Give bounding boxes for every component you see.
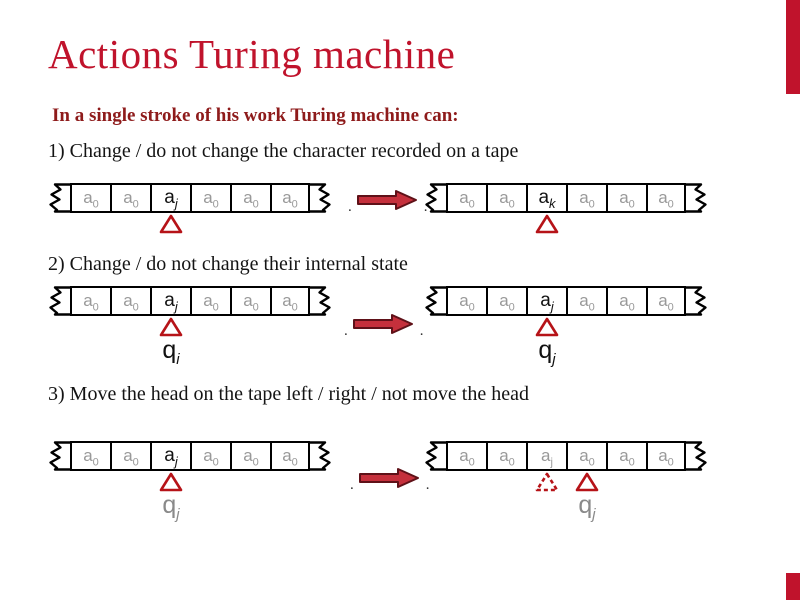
tape-cell: a0	[70, 288, 110, 314]
tape-torn-edge-right-icon	[310, 183, 331, 213]
tape-cell: a0	[270, 288, 310, 314]
dot: .	[423, 199, 428, 215]
tape-cell: a0	[230, 288, 270, 314]
tape-cell: a0	[110, 185, 150, 211]
tape-cell: aj	[526, 288, 566, 314]
tape-cell: a0	[646, 185, 686, 211]
accent-bar-top	[786, 0, 800, 94]
tape-cell: aj	[150, 443, 190, 469]
tape-cell: aj	[526, 443, 566, 469]
tape-cell: a0	[646, 443, 686, 469]
tape-head-icon	[575, 472, 599, 492]
state-label: qi	[162, 336, 180, 368]
tape-torn-edge-right-icon	[310, 286, 331, 316]
tape-head-icon	[535, 214, 559, 234]
state-label: qj	[578, 491, 596, 523]
tape-cell: a0	[606, 288, 646, 314]
tape-torn-edge-left-icon	[425, 286, 446, 316]
tape-head-icon	[159, 317, 183, 337]
dot: .	[425, 477, 430, 493]
tape-cell: ak	[526, 185, 566, 211]
tape-cell: a0	[110, 288, 150, 314]
tape-torn-edge-left-icon	[49, 286, 70, 316]
tape-torn-edge-right-icon	[686, 183, 707, 213]
state-label: qj	[538, 336, 556, 368]
state-label: qj	[162, 491, 180, 523]
tape-cell: a0	[566, 185, 606, 211]
transition-arrow-row2: . .	[344, 312, 424, 339]
tape-cell: aj	[150, 288, 190, 314]
dot: .	[350, 477, 354, 493]
transition-arrow-row3: . .	[350, 466, 430, 493]
tape-torn-edge-right-icon	[310, 441, 331, 471]
tape-cell: a0	[446, 185, 486, 211]
tape-cell: a0	[606, 185, 646, 211]
tape-torn-edge-left-icon	[49, 183, 70, 213]
tape-head-icon	[159, 472, 183, 492]
tape-cell: a0	[230, 185, 270, 211]
tape-cell: a0	[446, 443, 486, 469]
list-item-1: 1) Change / do not change the character …	[48, 140, 519, 162]
tape-torn-edge-right-icon	[686, 286, 707, 316]
tape-torn-edge-left-icon	[425, 441, 446, 471]
tape-cell: a0	[190, 443, 230, 469]
tape-torn-edge-left-icon	[49, 441, 70, 471]
dot: .	[348, 199, 352, 215]
tape-cell: a0	[190, 185, 230, 211]
tape-head-ghost-icon	[535, 472, 559, 492]
right-arrow-icon	[352, 314, 413, 334]
tape-cell: a0	[110, 443, 150, 469]
list-item-3: 3) Move the head on the tape left / righ…	[48, 383, 529, 405]
tape-head-icon	[159, 214, 183, 234]
tape-cell: a0	[486, 185, 526, 211]
tape-torn-edge-right-icon	[686, 441, 707, 471]
transition-arrow-row1: . .	[348, 188, 428, 215]
dot: .	[419, 323, 424, 339]
list-item-2: 2) Change / do not change their internal…	[48, 253, 408, 275]
subtitle: In a single stroke of his work Turing ma…	[52, 105, 459, 126]
tape-cell: a0	[70, 443, 110, 469]
tape-cell: aj	[150, 185, 190, 211]
right-arrow-icon	[358, 468, 419, 488]
accent-bar-bottom	[786, 573, 800, 600]
right-arrow-icon	[356, 190, 417, 210]
tape-cell: a0	[230, 443, 270, 469]
tape-cell: a0	[446, 288, 486, 314]
tape-cell: a0	[190, 288, 230, 314]
tape-cell: a0	[606, 443, 646, 469]
tape-head-icon	[535, 317, 559, 337]
page-title: Actions Turing machine	[48, 31, 456, 77]
dot: .	[344, 323, 348, 339]
tape-torn-edge-left-icon	[425, 183, 446, 213]
tape-cell: a0	[566, 288, 606, 314]
tape-cell: a0	[70, 185, 110, 211]
tape-cell: a0	[270, 185, 310, 211]
tape-cell: a0	[566, 443, 606, 469]
tape-cell: a0	[270, 443, 310, 469]
tape-cell: a0	[486, 288, 526, 314]
tape-cell: a0	[646, 288, 686, 314]
tape-cell: a0	[486, 443, 526, 469]
